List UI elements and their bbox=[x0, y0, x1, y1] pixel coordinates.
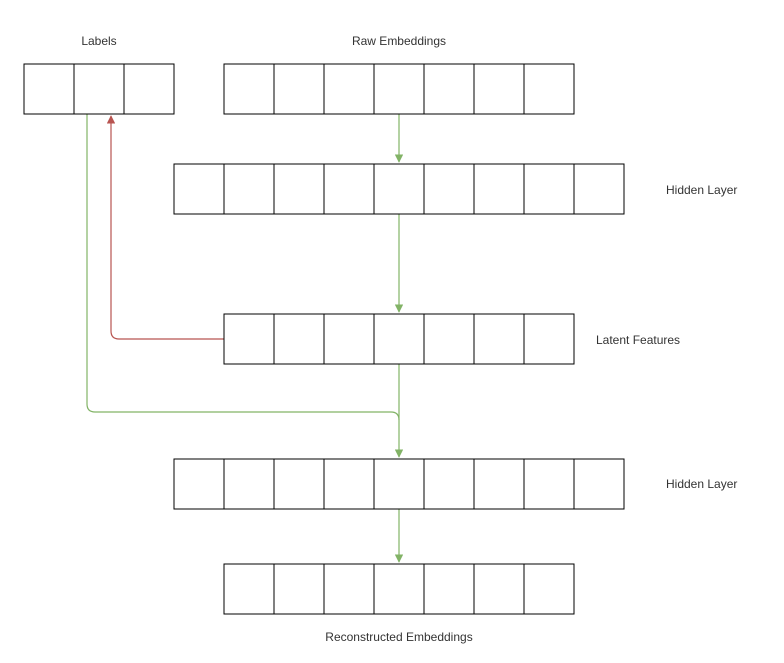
latent-features-cell bbox=[273, 313, 325, 365]
hidden-layer-1-cell bbox=[473, 163, 525, 215]
hidden-layer-1-cells bbox=[173, 163, 625, 215]
raw-embeddings-cell bbox=[473, 63, 525, 115]
raw-embeddings-cell bbox=[523, 63, 575, 115]
latent-features-cell bbox=[323, 313, 375, 365]
reconstructed-embeddings-cell bbox=[223, 563, 275, 615]
hidden-layer-1-cell bbox=[373, 163, 425, 215]
labels-cell bbox=[23, 63, 75, 115]
hidden-layer-1: Hidden Layer bbox=[173, 163, 737, 215]
latent-features-cell bbox=[523, 313, 575, 365]
hidden-layer-2: Hidden Layer bbox=[173, 458, 737, 510]
raw-embeddings-cell bbox=[423, 63, 475, 115]
reconstructed-embeddings-cell bbox=[323, 563, 375, 615]
hidden-layer-2-cell bbox=[173, 458, 225, 510]
latent-features-cell bbox=[223, 313, 275, 365]
raw-embeddings-cell bbox=[223, 63, 275, 115]
hidden-layer-1-cell bbox=[423, 163, 475, 215]
reconstructed-embeddings-cell bbox=[473, 563, 525, 615]
reconstructed-embeddings-label: Reconstructed Embeddings bbox=[325, 630, 472, 644]
hidden-layer-2-cell bbox=[373, 458, 425, 510]
raw-embeddings-label: Raw Embeddings bbox=[352, 34, 446, 48]
latent-features-cell bbox=[473, 313, 525, 365]
raw-embeddings-cell bbox=[373, 63, 425, 115]
hidden-layer-1-cell bbox=[173, 163, 225, 215]
reconstructed-embeddings-cell bbox=[523, 563, 575, 615]
hidden-layer-2-cells bbox=[173, 458, 625, 510]
edges-group bbox=[86, 114, 404, 563]
hidden-layer-2-cell bbox=[473, 458, 525, 510]
hidden-layer-1-label: Hidden Layer bbox=[666, 183, 737, 197]
latent-features-label: Latent Features bbox=[596, 333, 680, 347]
reconstructed-embeddings-cell bbox=[423, 563, 475, 615]
hidden-layer-2-cell bbox=[273, 458, 325, 510]
raw-embeddings-cell bbox=[273, 63, 325, 115]
hidden-layer-2-cell bbox=[573, 458, 625, 510]
labels-cell bbox=[123, 63, 175, 115]
edge-labels-to-hidden2 bbox=[86, 114, 400, 421]
hidden-layer-2-cell bbox=[323, 458, 375, 510]
raw-embeddings-cells bbox=[223, 63, 575, 115]
latent-features-layer: Latent Features bbox=[223, 313, 680, 365]
reconstructed-embeddings-layer: Reconstructed Embeddings bbox=[223, 563, 575, 644]
hidden-layer-1-cell bbox=[223, 163, 275, 215]
hidden-layer-1-cell bbox=[573, 163, 625, 215]
raw-embeddings-cell bbox=[323, 63, 375, 115]
raw-embeddings-layer: Raw Embeddings bbox=[223, 34, 575, 115]
reconstructed-embeddings-cell bbox=[273, 563, 325, 615]
hidden-layer-1-cell bbox=[523, 163, 575, 215]
edge-latent-to-labels bbox=[106, 115, 224, 340]
hidden-layer-2-cell bbox=[423, 458, 475, 510]
hidden-layer-1-cell bbox=[273, 163, 325, 215]
labels-cell bbox=[73, 63, 125, 115]
hidden-layer-1-cell bbox=[323, 163, 375, 215]
latent-features-cells bbox=[223, 313, 575, 365]
labels-cells bbox=[23, 63, 175, 115]
reconstructed-embeddings-cells bbox=[223, 563, 575, 615]
hidden-layer-2-cell bbox=[223, 458, 275, 510]
latent-features-cell bbox=[423, 313, 475, 365]
hidden-layer-2-label: Hidden Layer bbox=[666, 477, 737, 491]
reconstructed-embeddings-cell bbox=[373, 563, 425, 615]
latent-features-cell bbox=[373, 313, 425, 365]
hidden-layer-2-cell bbox=[523, 458, 575, 510]
labels-layer: Labels bbox=[23, 34, 175, 115]
labels-label: Labels bbox=[81, 34, 116, 48]
